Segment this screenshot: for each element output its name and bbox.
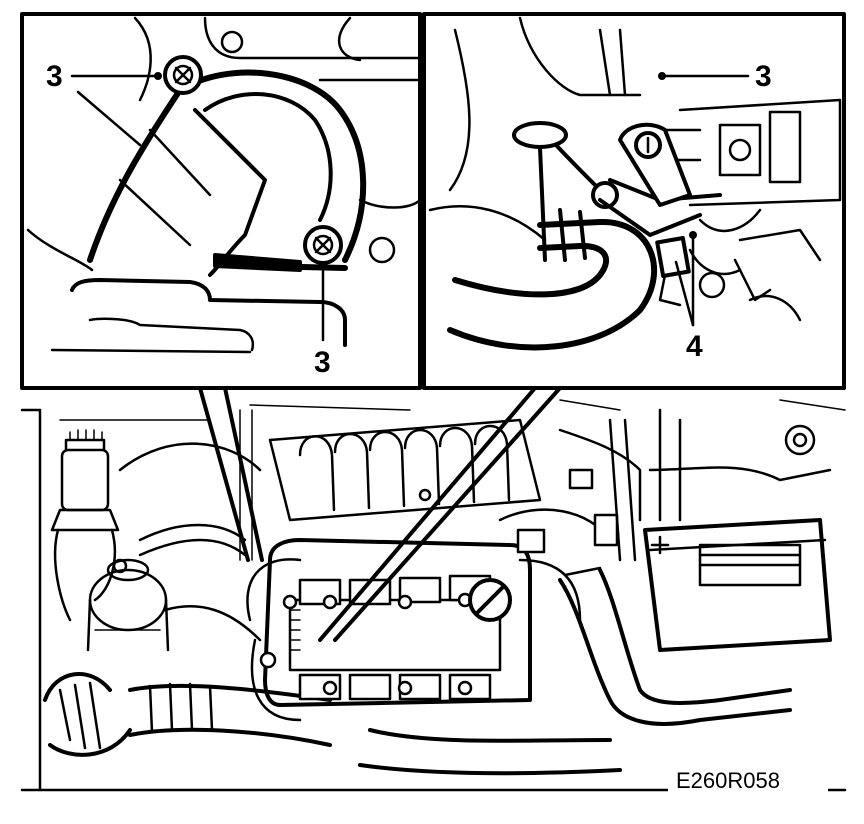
callout-3-top-right: 3 [755, 60, 772, 93]
coolant-reservoir [86, 558, 170, 652]
inset-pointer-right [318, 386, 562, 642]
coolant-hose-right [358, 566, 792, 776]
leader-line [76, 90, 142, 147]
leader-dot [689, 231, 697, 239]
figure-code-background [668, 766, 828, 796]
intake-manifold [268, 418, 542, 522]
housing-bolt-lower [303, 225, 343, 265]
leader-line [674, 260, 695, 327]
air-intake-hose [43, 672, 332, 757]
filler-cap [50, 429, 120, 622]
coolant-pipe-curved [447, 208, 658, 351]
detail-inset-right: 3 4 [422, 12, 846, 390]
battery [643, 408, 832, 652]
detail-inset-left: 3 3 [20, 12, 422, 390]
sensor-connector [655, 236, 772, 307]
inset-pointer-left [198, 386, 264, 562]
housing-bolt-upper [163, 55, 203, 95]
mounting-bracket [618, 122, 692, 207]
callout-3-bottom-left: 3 [314, 346, 331, 379]
leader-dot [319, 261, 327, 269]
leader-dot [154, 72, 162, 80]
engine-bay-overview [20, 399, 847, 792]
callout-3-top-left: 3 [46, 60, 63, 93]
valve-cover [259, 538, 532, 707]
leader-dot [658, 72, 666, 80]
figure-code: E260R058 [676, 768, 780, 793]
callout-4-right: 4 [686, 330, 703, 363]
